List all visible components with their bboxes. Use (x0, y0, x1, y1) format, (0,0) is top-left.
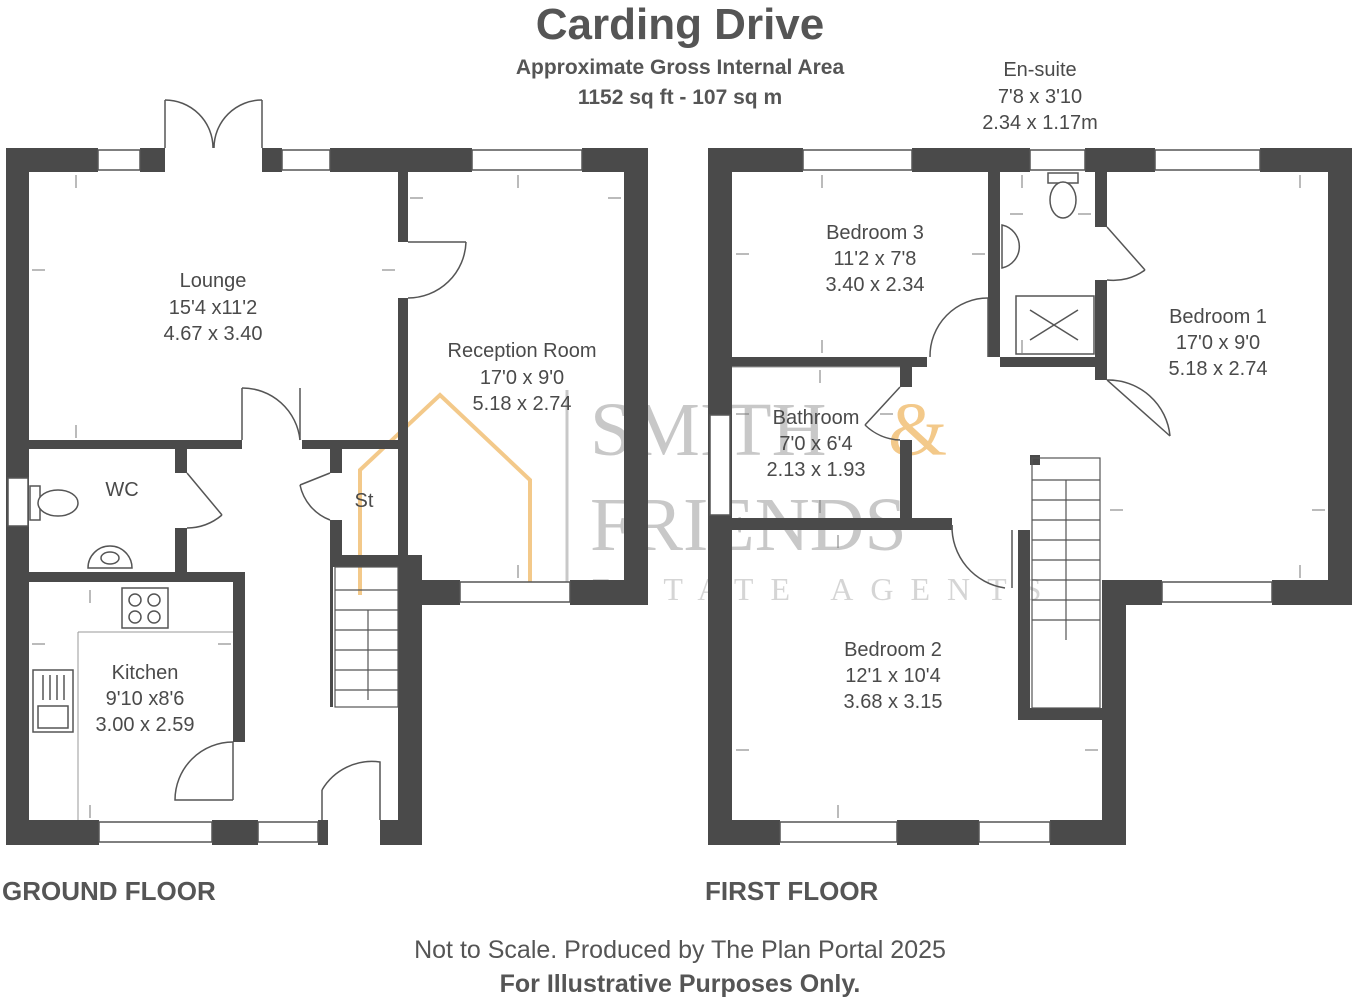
dimension-markers (32, 175, 1325, 818)
kitchen-fixtures (32, 587, 233, 820)
hob-icon (121, 587, 169, 629)
ground-floor-label: GROUND FLOOR (2, 876, 216, 906)
area-label: Approximate Gross Internal Area (515, 56, 845, 79)
agency-watermark: SMITH & FRIENDS ESTATE AGENTS (358, 388, 1058, 607)
ensuite-basin-icon (1001, 224, 1021, 269)
ground-floor-windows (7, 149, 583, 843)
bedroom3-name: Bedroom 3 (826, 222, 924, 244)
area-value: 1152 sq ft - 107 sq m (577, 86, 783, 109)
ground-floor-doors (164, 99, 467, 820)
first-floor-windows (709, 149, 1273, 843)
ground-floor-stairs (334, 566, 399, 708)
first-floor-doors (864, 226, 1171, 589)
first-floor-walls (708, 148, 1352, 845)
lounge-metric: 4.67 x 3.40 (164, 323, 263, 345)
watermark-ampersand: & (888, 388, 947, 472)
wc-name: WC (105, 479, 138, 501)
bedroom3-imperial: 11'2 x 7'8 (834, 248, 917, 270)
ensuite-fixtures (1001, 172, 1095, 355)
room-labels: Lounge 15'4 x11'2 4.67 x 3.40 Reception … (96, 59, 1268, 736)
first-floor-label: FIRST FLOOR (705, 876, 879, 906)
lounge-imperial: 15'4 x11'2 (169, 297, 257, 319)
bedroom1-name: Bedroom 1 (1169, 306, 1267, 328)
watermark-house-icon (358, 392, 532, 595)
page-title: Carding Drive (535, 0, 825, 49)
kitchen-imperial: 9'10 x8'6 (106, 688, 185, 710)
wc-fixtures (29, 485, 133, 569)
ensuite-imperial: 7'8 x 3'10 (998, 86, 1082, 108)
bathroom-name: Bathroom (773, 407, 860, 429)
bedroom3-metric: 3.40 x 2.34 (826, 274, 925, 296)
footer-disclaimer: For Illustrative Purposes Only. (499, 970, 861, 998)
bedroom1-imperial: 17'0 x 9'0 (1176, 332, 1260, 354)
bedroom2-name: Bedroom 2 (844, 639, 942, 661)
bathroom-metric: 2.13 x 1.93 (767, 459, 866, 481)
bedroom2-metric: 3.68 x 3.15 (844, 691, 943, 713)
kitchen-metric: 3.00 x 2.59 (96, 714, 195, 736)
ensuite-metric: 2.34 x 1.17m (982, 112, 1098, 134)
reception-name: Reception Room (448, 340, 597, 362)
ensuite-name: En-suite (1003, 59, 1076, 81)
first-floor-stairs (1031, 457, 1101, 709)
footer-note: Not to Scale. Produced by The Plan Porta… (414, 936, 946, 964)
store-name: St (355, 490, 374, 512)
bedroom1-metric: 5.18 x 2.74 (1169, 358, 1268, 380)
kitchen-name: Kitchen (112, 662, 179, 684)
lounge-name: Lounge (180, 270, 247, 292)
reception-imperial: 17'0 x 9'0 (480, 367, 564, 389)
ground-floor-walls (6, 148, 648, 845)
bedroom2-imperial: 12'1 x 10'4 (845, 665, 941, 687)
reception-metric: 5.18 x 2.74 (473, 393, 572, 415)
bathroom-imperial: 7'0 x 6'4 (779, 433, 852, 455)
watermark-estate-agents: ESTATE AGENTS (592, 571, 1058, 607)
